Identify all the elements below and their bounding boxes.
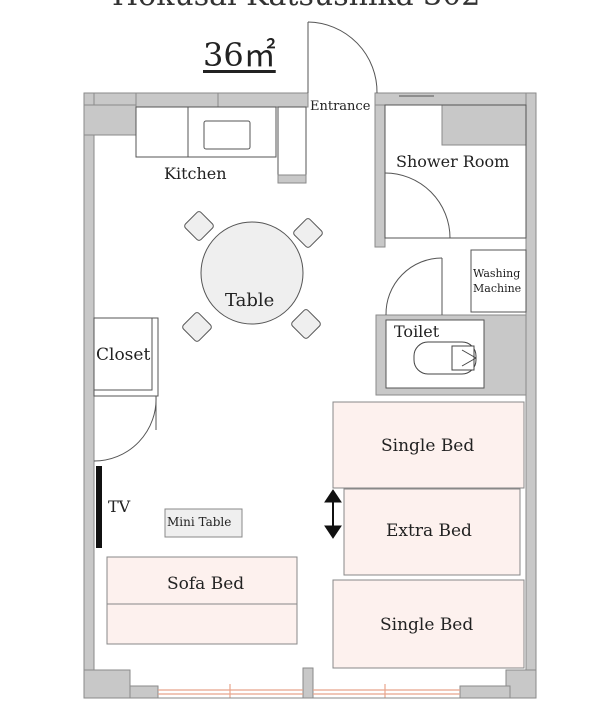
closet-label: Closet (96, 345, 151, 365)
washing-machine-label-2: Machine (473, 282, 522, 295)
mini-table-label: Mini Table (167, 515, 232, 529)
washing-machine-label-1: Washing (473, 267, 521, 280)
shower-room-walls (374, 104, 386, 248)
sofa-bed (106, 556, 298, 645)
kitchen-label: Kitchen (164, 164, 227, 183)
single-bed-top-label: Single Bed (381, 436, 475, 456)
shower-room-label: Shower Room (396, 152, 510, 171)
move-arrow-icon (324, 489, 342, 539)
windows (158, 684, 460, 698)
fridge (277, 106, 307, 183)
entrance-door (307, 21, 378, 94)
closet (93, 317, 159, 397)
area-label: 36㎡ (203, 36, 276, 74)
washing-machine (470, 249, 527, 313)
tv-label: TV (108, 497, 131, 516)
sofa-bed-label: Sofa Bed (167, 574, 245, 594)
dining-table (182, 211, 323, 342)
table-label: Table (225, 290, 275, 311)
plan-title: Hokusai Katsushika 302 (112, 0, 480, 13)
single-bed-bottom-label: Single Bed (380, 615, 474, 635)
extra-bed-label: Extra Bed (386, 521, 472, 541)
kitchen-counter (135, 106, 277, 158)
toilet-label: Toilet (394, 322, 440, 341)
tv-unit (96, 466, 102, 548)
toilet-door (385, 257, 443, 316)
outer-walls (83, 92, 537, 699)
extra-bed (343, 488, 521, 576)
mini-table (164, 508, 243, 538)
toilet-fixture (413, 341, 477, 375)
entrance-label: Entrance (310, 99, 371, 114)
single-bed-top (332, 401, 525, 489)
single-bed-bottom (332, 579, 525, 669)
